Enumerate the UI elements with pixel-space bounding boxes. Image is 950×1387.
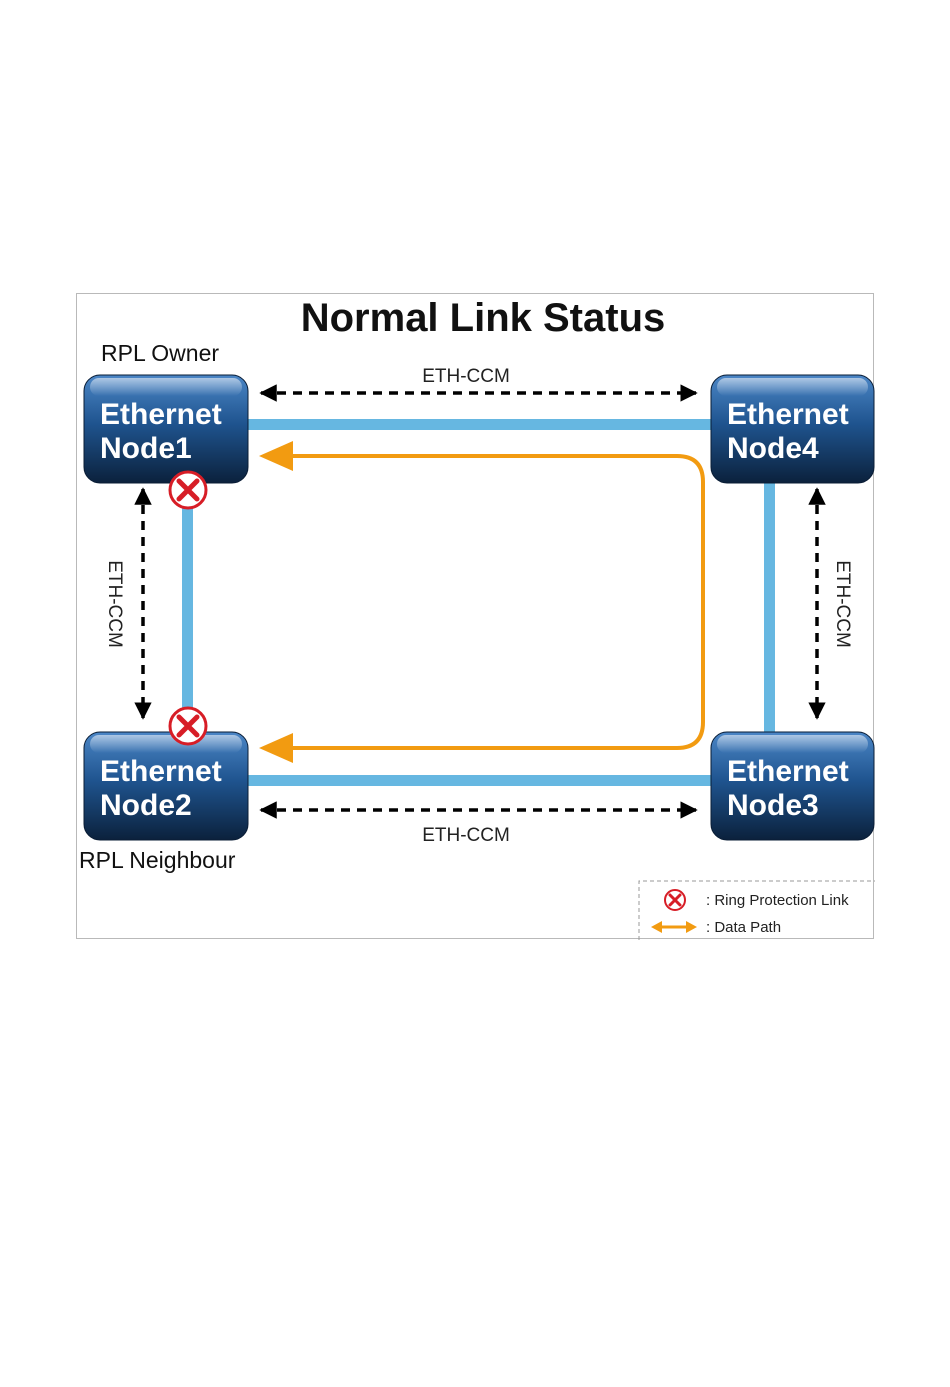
ccm-label-left: ETH-CCM [104, 560, 125, 648]
node3-line1: Ethernet [727, 755, 849, 788]
ccm-label-right: ETH-CCM [832, 560, 853, 648]
ethernet-node1: Ethernet Node1 [84, 375, 248, 483]
node1-line2: Node1 [100, 432, 192, 465]
ccm-label-top: ETH-CCM [422, 366, 510, 387]
link-node1-node4 [247, 419, 717, 430]
normal-link-status-diagram: Normal Link Status ETH-CCM ETH-CCM ETH-C… [76, 293, 874, 939]
node3-line2: Node3 [727, 789, 819, 822]
node1-line1: Ethernet [100, 398, 222, 431]
node2-line1: Ethernet [100, 755, 222, 788]
ethernet-node3: Ethernet Node3 [711, 732, 874, 840]
rpl-block-icon-node2 [170, 708, 206, 744]
data-path-line [282, 456, 703, 748]
ccm-label-bottom: ETH-CCM [422, 825, 510, 846]
ethernet-node4: Ethernet Node4 [711, 375, 874, 483]
data-path-arrowhead-bottom [259, 733, 293, 763]
legend-data-path-icon [651, 921, 697, 933]
rpl-block-icon-node1 [170, 472, 206, 508]
diagram-title: Normal Link Status [301, 296, 666, 340]
legend: : Ring Protection Link : Data Path [639, 881, 875, 940]
role-label-owner: RPL Owner [101, 340, 219, 366]
link-node4-node3 [764, 474, 775, 736]
ring-links [182, 419, 775, 786]
data-path [259, 441, 703, 763]
data-path-arrowhead-top [259, 441, 293, 471]
diagram-canvas: Normal Link Status ETH-CCM ETH-CCM ETH-C… [77, 294, 875, 940]
link-node2-node3 [247, 775, 717, 786]
role-label-neighbour: RPL Neighbour [79, 847, 236, 873]
legend-rpl-label: : Ring Protection Link [706, 892, 849, 909]
legend-data-path-label: : Data Path [706, 919, 781, 936]
node2-line2: Node2 [100, 789, 192, 822]
link-node1-node2 [182, 484, 193, 729]
node4-line1: Ethernet [727, 398, 849, 431]
legend-rpl-icon [665, 890, 685, 910]
ethernet-node2: Ethernet Node2 [84, 732, 248, 840]
node4-line2: Node4 [727, 432, 819, 465]
